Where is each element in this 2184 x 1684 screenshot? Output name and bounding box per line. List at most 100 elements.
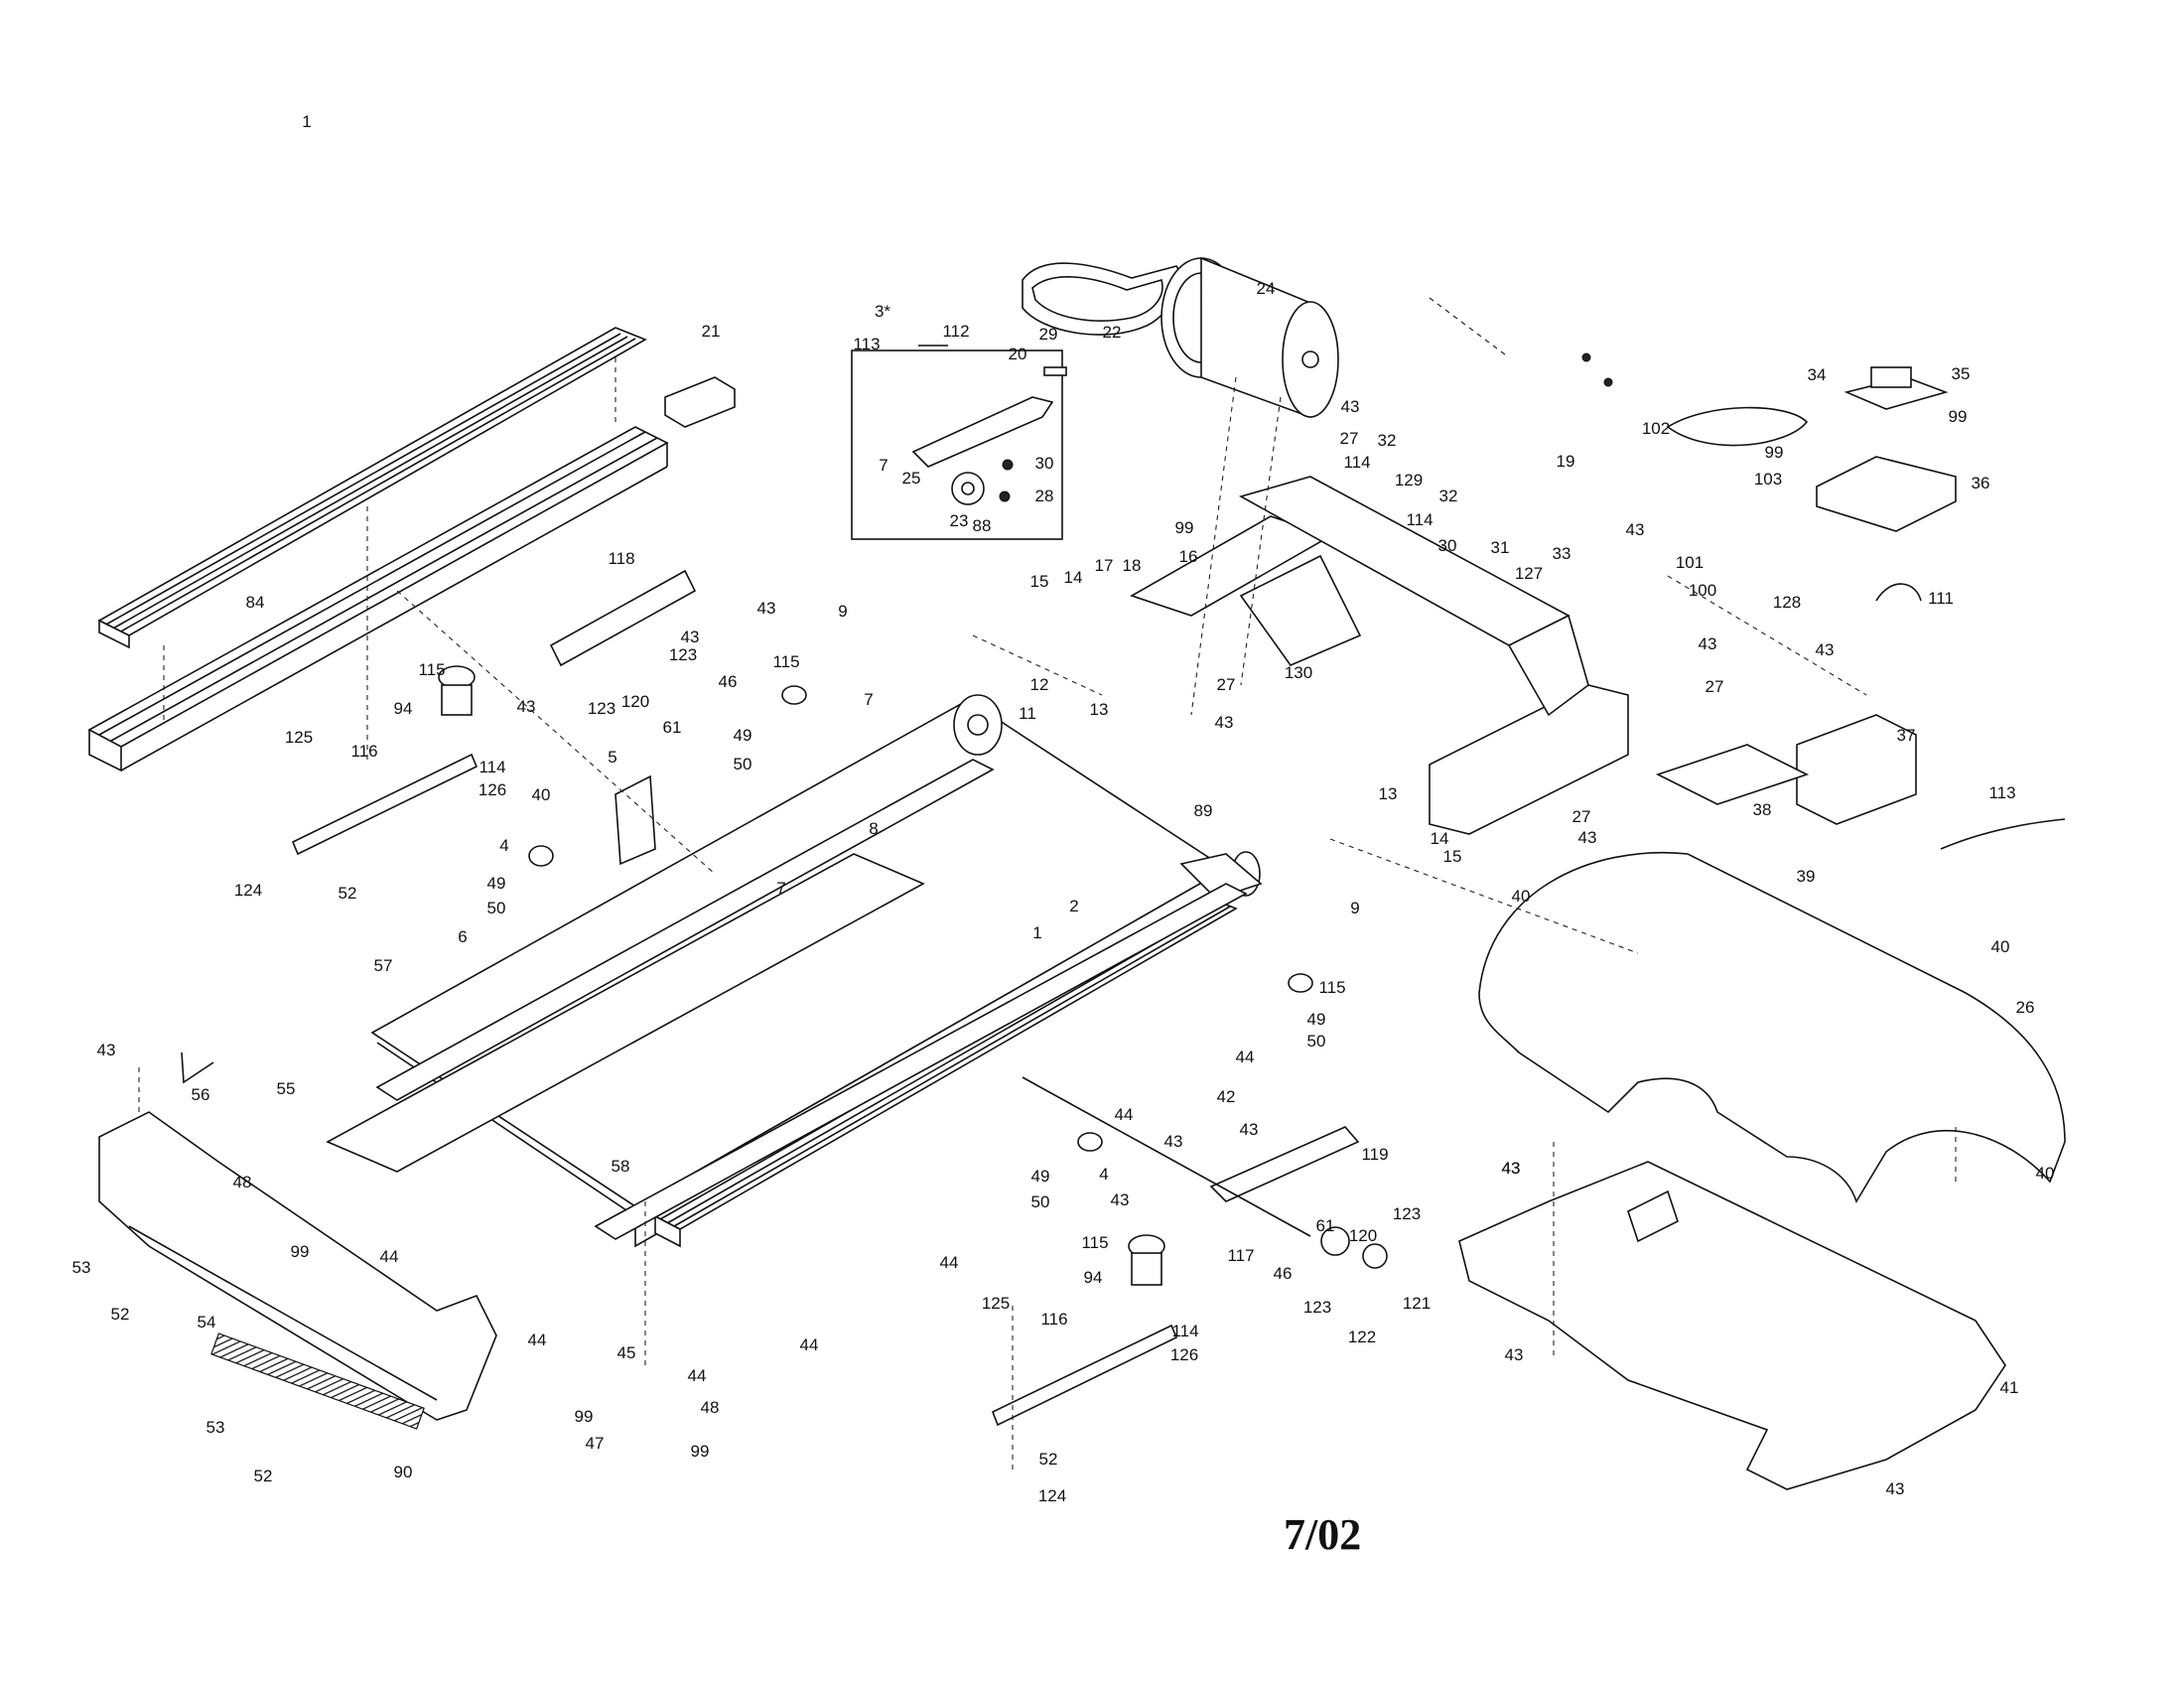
part-label-114: 114 — [1171, 1322, 1198, 1340]
part-label-52: 52 — [339, 884, 357, 903]
part-label-21: 21 — [702, 322, 721, 341]
part-label-32: 32 — [1378, 431, 1397, 450]
part-label-28: 28 — [1035, 487, 1054, 505]
part-label-129: 129 — [1395, 471, 1423, 490]
part-label-113: 113 — [853, 335, 880, 353]
part-label-124: 124 — [234, 881, 262, 900]
part-label-45: 45 — [617, 1343, 636, 1362]
part-label-111: 111 — [1928, 589, 1954, 608]
part-label-126: 126 — [1170, 1345, 1198, 1364]
part-label-43: 43 — [1502, 1159, 1521, 1178]
part-label-47: 47 — [586, 1434, 605, 1453]
part-label-43: 43 — [1505, 1345, 1524, 1364]
part-label-31: 31 — [1491, 538, 1510, 557]
part-label-126: 126 — [478, 780, 506, 799]
part-label-25: 25 — [902, 469, 921, 488]
part-label-30: 30 — [1035, 454, 1054, 473]
part-label-116: 116 — [1040, 1310, 1067, 1329]
part-label-29: 29 — [1039, 325, 1058, 344]
part-label-7: 7 — [776, 879, 785, 898]
part-label-13: 13 — [1090, 700, 1109, 719]
part-label-43: 43 — [1886, 1479, 1905, 1498]
part-label-52: 52 — [254, 1467, 273, 1485]
part-label-113: 113 — [1988, 783, 2015, 802]
part-label-43: 43 — [97, 1041, 116, 1059]
part-label-115: 115 — [1081, 1233, 1108, 1252]
part-label-43: 43 — [1699, 634, 1717, 653]
part-label-43: 43 — [517, 697, 536, 716]
part-label-20: 20 — [1009, 345, 1027, 363]
part-label-17: 17 — [1095, 556, 1114, 575]
part-label-9: 9 — [838, 602, 847, 621]
part-label-99: 99 — [1765, 443, 1784, 462]
part-label-23: 23 — [950, 511, 969, 530]
part-label-46: 46 — [1274, 1264, 1293, 1283]
part-label-43: 43 — [1816, 640, 1835, 659]
part-label-40: 40 — [2036, 1164, 2055, 1183]
part-label-15: 15 — [1030, 572, 1049, 591]
frame-bottom-part — [326, 759, 1248, 1240]
part-label-117: 117 — [1227, 1246, 1254, 1265]
front-roller-part — [953, 694, 1003, 756]
part-label-14: 14 — [1431, 829, 1449, 848]
part-label-44: 44 — [688, 1366, 707, 1385]
part-label-27: 27 — [1217, 675, 1236, 694]
part-label-49: 49 — [734, 726, 752, 745]
part-label-61: 61 — [1316, 1216, 1335, 1235]
motor-hood-part — [1478, 852, 2066, 1203]
part-label-55: 55 — [277, 1079, 296, 1098]
rail-part — [97, 327, 647, 649]
part-label-15: 15 — [1443, 847, 1462, 866]
part-label-43: 43 — [1240, 1120, 1259, 1139]
part-label-37: 37 — [1897, 726, 1916, 745]
part-label-115: 115 — [772, 652, 799, 671]
base-pan-part — [1458, 1161, 2006, 1490]
part-label-19: 19 — [1557, 452, 1575, 471]
part-label-61: 61 — [663, 718, 682, 737]
part-label-50: 50 — [1031, 1193, 1050, 1211]
part-label-7: 7 — [879, 456, 887, 475]
part-label-99: 99 — [291, 1242, 310, 1261]
part-label-40: 40 — [1991, 937, 2010, 956]
part-label-114: 114 — [1343, 453, 1370, 472]
part-label-27: 27 — [1572, 807, 1591, 826]
part-label-46: 46 — [719, 672, 738, 691]
part-label-32: 32 — [1439, 487, 1458, 505]
part-label-1: 1 — [302, 112, 311, 131]
part-label-99: 99 — [691, 1442, 710, 1461]
part-label-48: 48 — [233, 1173, 252, 1192]
part-label-3-kit: 3* — [875, 302, 890, 321]
part-label-44: 44 — [1236, 1048, 1255, 1066]
part-label-11: 11 — [1019, 704, 1036, 723]
part-label-57: 57 — [374, 956, 393, 975]
part-label-16: 16 — [1179, 547, 1198, 566]
part-label-49: 49 — [1307, 1010, 1326, 1029]
part-label-44: 44 — [940, 1253, 959, 1272]
assembly-guide-lines — [138, 297, 1957, 1470]
part-label-99: 99 — [1949, 407, 1968, 426]
part-label-44: 44 — [380, 1247, 399, 1266]
part-label-5: 5 — [608, 748, 616, 767]
part-label-34: 34 — [1808, 365, 1827, 384]
part-label-50: 50 — [487, 899, 506, 917]
part-label-123: 123 — [588, 699, 615, 718]
part-label-14: 14 — [1064, 568, 1083, 587]
part-label-115: 115 — [418, 660, 445, 679]
part-label-43: 43 — [1111, 1191, 1130, 1209]
part-label-53: 53 — [206, 1418, 225, 1437]
part-label-18: 18 — [1123, 556, 1142, 575]
part-label-53: 53 — [72, 1258, 91, 1277]
part-label-112: 112 — [942, 322, 969, 341]
part-label-100: 100 — [1689, 581, 1716, 600]
traction-strip-part — [210, 1333, 425, 1430]
part-label-54: 54 — [198, 1313, 216, 1332]
frame-motor-end-part — [1130, 476, 1629, 835]
part-label-43: 43 — [1215, 713, 1234, 732]
feet-parts — [291, 569, 1313, 1427]
part-label-44: 44 — [528, 1331, 547, 1349]
part-label-33: 33 — [1553, 544, 1571, 563]
part-label-128: 128 — [1773, 593, 1801, 612]
part-label-50: 50 — [734, 755, 752, 773]
